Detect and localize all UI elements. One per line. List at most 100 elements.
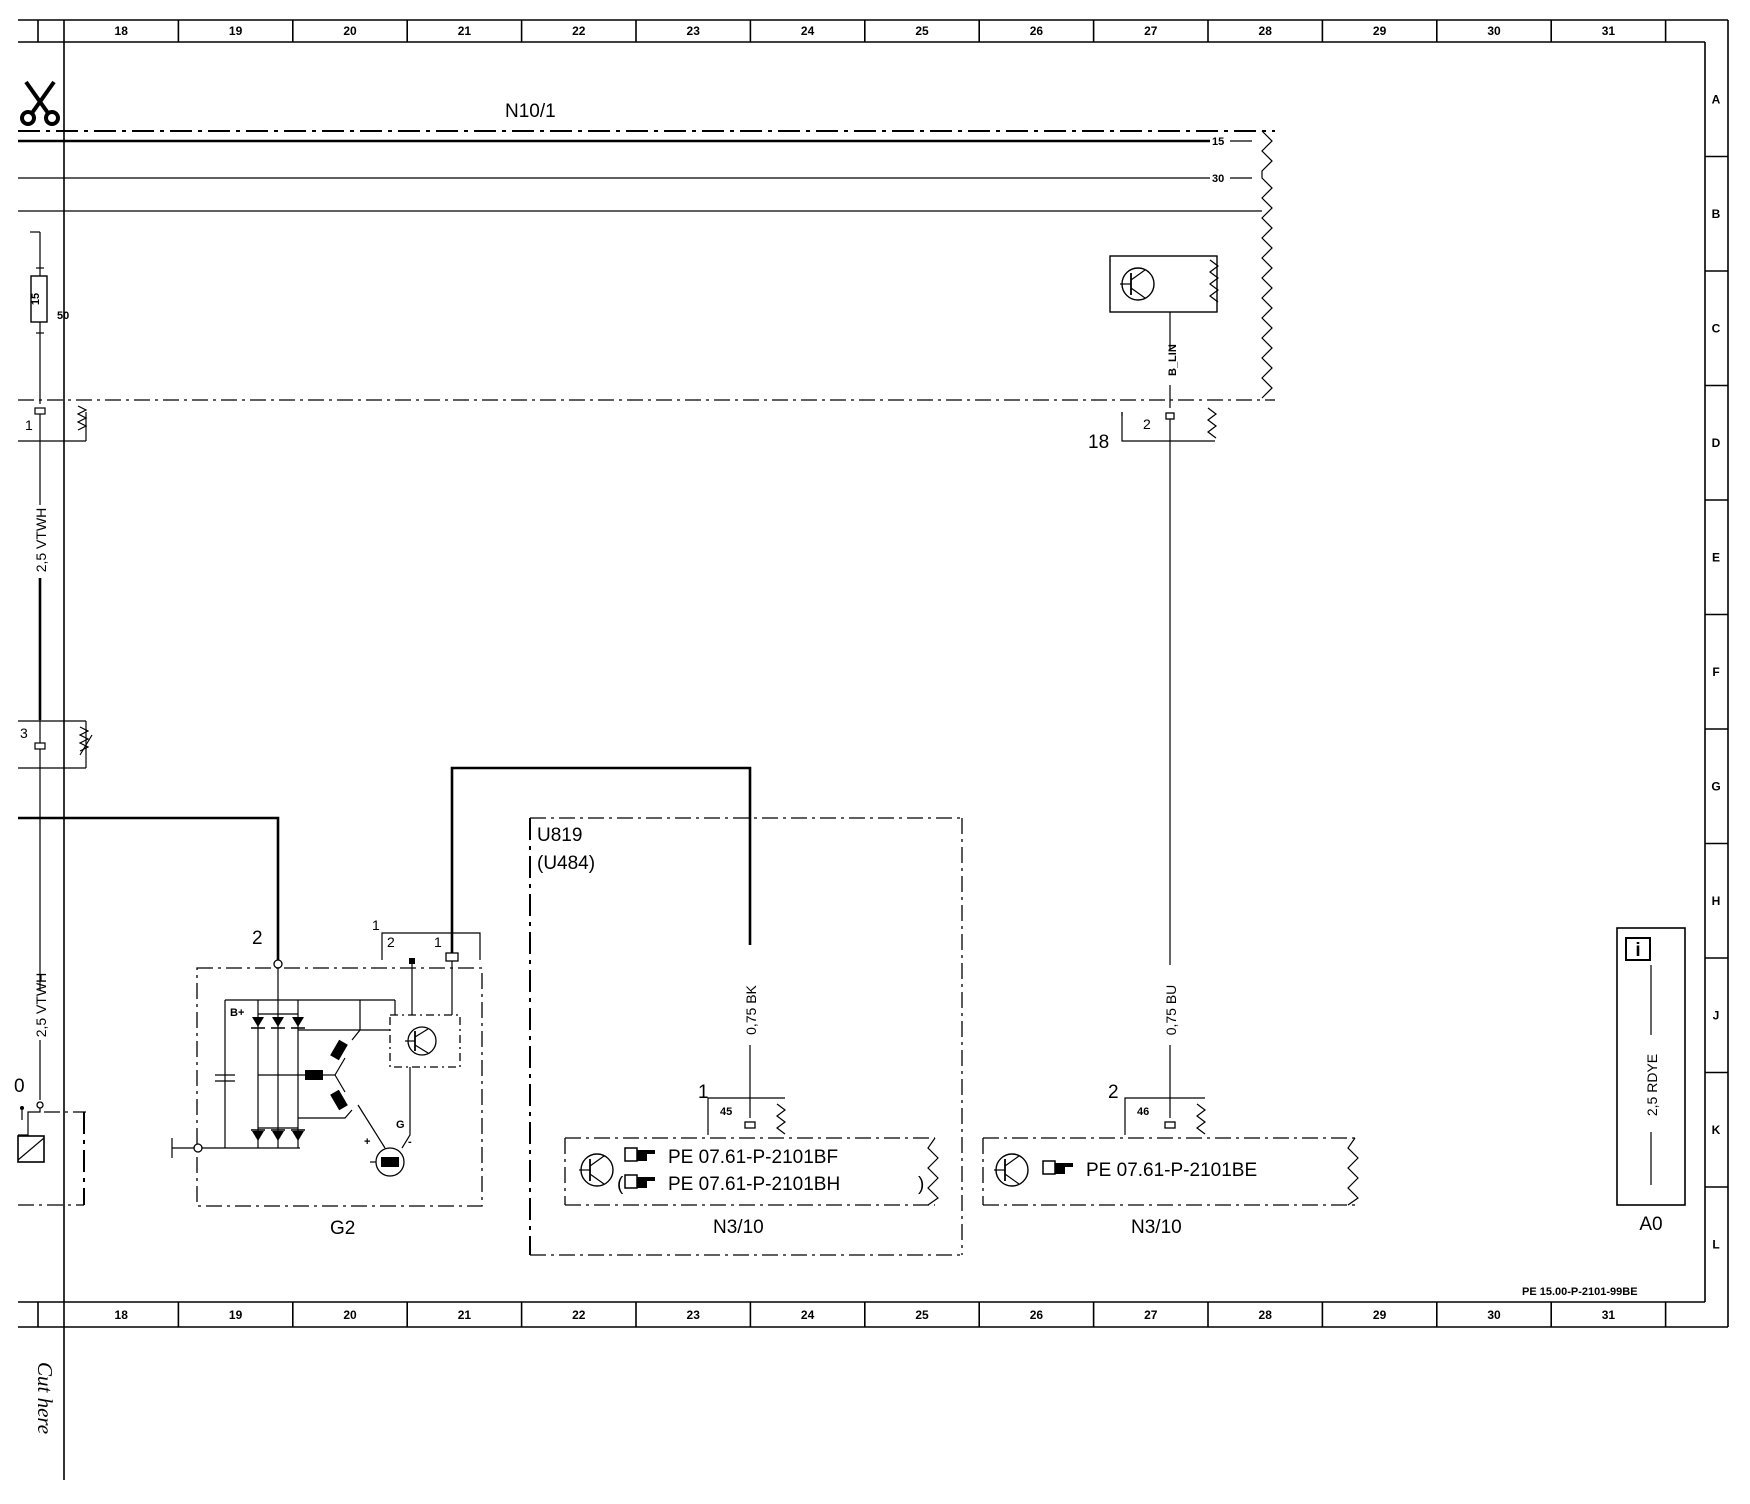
connector-pin-1: 1 xyxy=(18,405,88,442)
row-letters: A B C D E F G H J K L xyxy=(1705,92,1728,1251)
fuse-value: 15 xyxy=(30,293,42,305)
document-reference: PE 15.00-P-2101-99BE xyxy=(1522,1286,1638,1298)
n310-left-ref-1: PE 07.61-P-2101BF xyxy=(668,1147,838,1168)
connector-n10-pin-2: 2 18 xyxy=(1088,407,1217,965)
row-letter-A: A xyxy=(1712,92,1721,106)
n10-pin-18-label: 18 xyxy=(1088,432,1109,453)
g2-pin-2-label: 2 xyxy=(252,928,263,949)
g2-plug-1-label: 1 xyxy=(434,934,442,950)
alternator-g2: 2 G2 B+ xyxy=(18,816,483,1239)
column-number-29: 29 xyxy=(1373,1308,1387,1322)
row-letter-D: D xyxy=(1712,436,1721,450)
pin-3-label: 3 xyxy=(20,725,28,741)
row-letter-E: E xyxy=(1712,550,1720,564)
hand-pointer-icon xyxy=(1042,1160,1073,1175)
minus-label: - xyxy=(408,1136,412,1148)
b-lin-label: B_LIN xyxy=(1167,344,1179,376)
n10-1-label: N10/1 xyxy=(505,101,556,122)
wire-bk-label: 0,75 BK xyxy=(743,984,759,1034)
g2-plug-2-label: 2 xyxy=(387,934,395,950)
column-number-25: 25 xyxy=(915,1308,929,1322)
column-number-28: 28 xyxy=(1259,24,1273,38)
relay-fragment: 0 xyxy=(14,1076,86,1206)
u819-boundary: U819 (U484) xyxy=(529,817,963,1256)
field-winding: G + - xyxy=(357,1067,412,1177)
cut-here-label: Cut here xyxy=(33,1362,57,1434)
wire-to-g2-pin2 xyxy=(18,816,280,960)
column-numbers-bottom: 181920212223242526272829303132 xyxy=(115,1302,1667,1327)
row-letter-G: G xyxy=(1711,779,1720,793)
column-number-22: 22 xyxy=(572,24,586,38)
terminal-15-label: 15 xyxy=(1212,136,1224,148)
scissors-icon xyxy=(20,80,60,126)
row-letter-K: K xyxy=(1712,1123,1721,1137)
pin-0-label: 0 xyxy=(14,1076,25,1097)
n310-right-pin-label: 46 xyxy=(1137,1106,1149,1118)
stator-windings xyxy=(258,1000,390,1119)
n310-left-pin-label: 45 xyxy=(720,1106,732,1118)
g2-label: G2 xyxy=(330,1218,355,1239)
u819-label: U819 xyxy=(537,825,582,846)
fuse-pin-label: 50 xyxy=(57,310,69,322)
bplus-label: B+ xyxy=(230,1007,244,1019)
hand-pointer-icon xyxy=(624,1147,655,1162)
rectifier-diodes xyxy=(251,1000,305,1148)
n10-1-bus: N10/1 15 30 xyxy=(18,101,1275,401)
column-number-23: 23 xyxy=(687,24,701,38)
regulator: 1 2 1 xyxy=(372,917,481,1068)
svg-text:i: i xyxy=(1635,940,1640,961)
column-number-23: 23 xyxy=(687,1308,701,1322)
column-number-18: 18 xyxy=(115,24,129,38)
row-letter-J: J xyxy=(1713,1008,1720,1022)
column-number-21: 21 xyxy=(458,24,472,38)
column-number-26: 26 xyxy=(1030,1308,1044,1322)
row-letter-F: F xyxy=(1712,665,1719,679)
column-number-18: 18 xyxy=(115,1308,129,1322)
column-number-19: 19 xyxy=(229,24,243,38)
column-number-29: 29 xyxy=(1373,24,1387,38)
terminal-30-label: 30 xyxy=(1212,173,1224,185)
wire-rdye-label: 2,5 RDYE xyxy=(1644,1054,1660,1116)
plus-label: + xyxy=(364,1136,370,1148)
a0-info-box: i 2,5 RDYE A0 xyxy=(1616,927,1686,1235)
n310-right-ref: PE 07.61-P-2101BE xyxy=(1086,1160,1257,1181)
column-number-31: 31 xyxy=(1602,24,1616,38)
wire-bu-label: 0,75 BU xyxy=(1163,985,1179,1036)
column-number-27: 27 xyxy=(1144,24,1158,38)
column-number-21: 21 xyxy=(458,1308,472,1322)
wire-vtwh-lower-label: 2,5 VTWH xyxy=(33,973,49,1038)
column-numbers-top: 181920212223242526272829303132 xyxy=(115,20,1667,42)
n3-10-right: 2 46 PE 07.61-P-2101BE N3/10 xyxy=(982,1082,1359,1238)
g2-pin-1-label: 1 xyxy=(372,917,380,933)
n310-right-lead-label: 2 xyxy=(1108,1082,1119,1103)
wire-vtwh-upper-label: 2,5 VTWH xyxy=(33,508,49,573)
column-number-30: 30 xyxy=(1487,1308,1501,1322)
column-number-20: 20 xyxy=(343,24,357,38)
column-number-24: 24 xyxy=(801,24,815,38)
column-number-24: 24 xyxy=(801,1308,815,1322)
column-number-22: 22 xyxy=(572,1308,586,1322)
column-number-31: 31 xyxy=(1602,1308,1616,1322)
n310-left-lead-label: 1 xyxy=(698,1082,709,1103)
hand-pointer-icon xyxy=(624,1174,655,1189)
pin-1-label: 1 xyxy=(25,417,33,433)
column-number-19: 19 xyxy=(229,1308,243,1322)
column-number-27: 27 xyxy=(1144,1308,1158,1322)
n310-left-ref-2: PE 07.61-P-2101BH xyxy=(668,1174,840,1195)
n310-left-paren-open: ( xyxy=(617,1174,624,1195)
row-letter-L: L xyxy=(1712,1237,1719,1251)
row-letter-H: H xyxy=(1712,894,1721,908)
n310-right-label: N3/10 xyxy=(1131,1217,1182,1238)
fuse-f15: 15 50 xyxy=(30,231,69,404)
column-number-26: 26 xyxy=(1030,24,1044,38)
n10-pin-2-label: 2 xyxy=(1143,416,1151,432)
wire-g2-to-ecu xyxy=(450,766,752,953)
row-letter-B: B xyxy=(1712,207,1721,221)
row-letter-C: C xyxy=(1712,321,1721,335)
u484-label: (U484) xyxy=(537,853,595,874)
g-label: G xyxy=(396,1119,405,1131)
sheet-frame xyxy=(18,19,1729,1480)
b-lin-module: B_LIN xyxy=(1109,255,1219,408)
info-icon: i xyxy=(1625,937,1651,961)
